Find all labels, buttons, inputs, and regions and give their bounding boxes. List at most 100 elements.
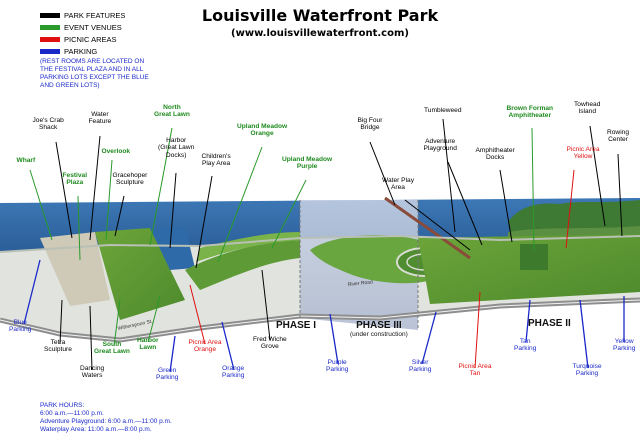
label-line: Water Play [382, 176, 414, 184]
leader-line [474, 291, 481, 369]
leader-line [77, 195, 81, 261]
leader-line [531, 127, 535, 251]
label-line: Bridge [360, 124, 380, 131]
leader-line [221, 321, 235, 371]
label-line: Dancing [80, 364, 105, 372]
leader-line [271, 179, 307, 249]
label-line: Playground [423, 145, 457, 152]
label-line: Parking [9, 326, 32, 333]
overlook-label: Overlook [102, 148, 131, 156]
label-line: Overlook [101, 148, 131, 155]
label-line: Amphitheater [475, 146, 515, 154]
label-line: Tan [519, 337, 531, 345]
legend-swatch-picnic [40, 37, 60, 42]
label-line: Center [608, 136, 628, 143]
leader-line [369, 141, 396, 206]
label-line: Shack [38, 124, 58, 131]
label-line: Play Area [201, 160, 231, 167]
label-line: Great Lawn [94, 348, 130, 355]
label-line: Docks [485, 154, 505, 161]
label-line: Harbor [166, 136, 187, 144]
festival-plaza-area [40, 232, 110, 306]
phase-three-title: PHASE III [356, 320, 402, 331]
leader-line [189, 284, 206, 345]
label-line: Picnic Area [188, 338, 222, 346]
label-line: Towhead [574, 100, 601, 108]
label-line: Turquoise [572, 362, 602, 370]
label-line: Brown Forman [506, 104, 554, 112]
leader-line [113, 299, 121, 347]
legend-swatch-features [40, 13, 60, 18]
label-line: Upland Meadow [237, 122, 288, 130]
upland-meadows-area [185, 240, 300, 290]
label-line: Joe's Crab [32, 116, 64, 124]
leader-line [329, 313, 339, 365]
label-line: Parking [575, 370, 599, 377]
label-line: Parking [222, 372, 245, 379]
river-road-label: River Road [348, 279, 374, 288]
label-line: Orange [250, 130, 274, 137]
feature-leaders [55, 118, 623, 371]
label-line: (Great Lawn [158, 144, 195, 151]
restroom-note: (REST ROOMS ARE LOCATED ON THE FESTIVAL … [40, 58, 180, 90]
label-line: Orange [194, 346, 216, 353]
label-line: Grove [260, 343, 279, 350]
restroom-note-line: (REST ROOMS ARE LOCATED ON [40, 58, 145, 65]
label-line: Yellow [573, 153, 593, 160]
label-line: Tumbleweed [424, 107, 462, 114]
big-four-bridge [384, 196, 471, 260]
phase-three-subtitle: (under construction) [350, 331, 408, 338]
hours-line: 6:00 a.m.—11:00 p.m. [40, 410, 104, 417]
park-hours: PARK HOURS: 6:00 a.m.—11:00 p.m. Adventu… [40, 402, 172, 434]
label-line: Picnic Area [458, 362, 492, 370]
label-line: Feature [88, 118, 112, 125]
label-line: Purple [296, 163, 318, 170]
label-line: Island [578, 108, 596, 115]
label-line: Purple [327, 358, 347, 366]
label-line: South [102, 340, 122, 348]
leader-line [149, 127, 173, 246]
leader-line [499, 169, 513, 243]
label-line: Harbor [137, 336, 159, 344]
leader-line [447, 161, 483, 246]
leader-line [565, 169, 575, 249]
label-line: Sculpture [115, 179, 144, 186]
river-edge [0, 234, 640, 253]
label-line: Great Lawn [154, 111, 190, 118]
leader-line [404, 199, 471, 251]
leader-line [114, 195, 125, 237]
label-line: Green [158, 366, 177, 374]
picnic-leaders [189, 169, 575, 369]
label-line: Fred Wiche [253, 335, 287, 343]
label-line: Parking [514, 345, 537, 352]
label-line: Water [91, 110, 109, 118]
label-line: Sculpture [44, 346, 72, 353]
label-line: Parking [326, 366, 349, 373]
map-title: Louisville Waterfront Park [201, 6, 439, 25]
label-line: Parking [613, 345, 636, 352]
parking-leaders [23, 259, 625, 373]
label-line: Rowing [607, 128, 629, 136]
legend-label: PARKING [64, 47, 98, 56]
great-lawn-area [95, 228, 185, 320]
label-line: Tetra [50, 338, 66, 346]
leader-line [105, 159, 113, 241]
legend-swatch-venues [40, 25, 60, 30]
